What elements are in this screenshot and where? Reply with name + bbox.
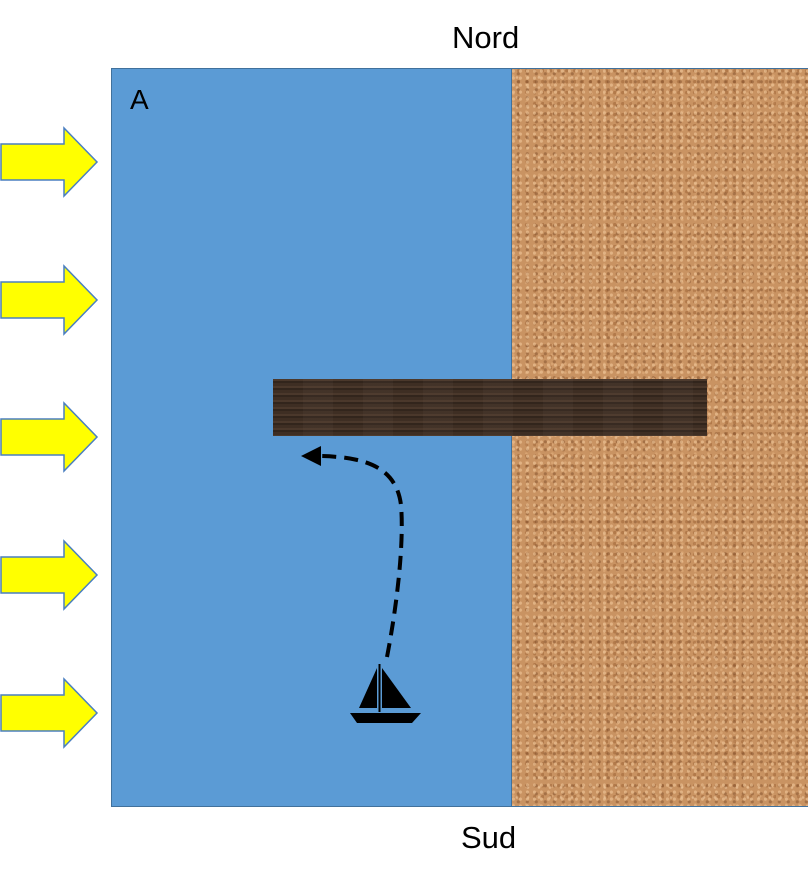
arrow-right-icon: [0, 401, 99, 473]
arrow-right-icon: [0, 264, 99, 336]
wind-arrow-2: [0, 264, 99, 336]
arrow-right-icon: [0, 677, 99, 749]
north-label: Nord: [452, 20, 520, 55]
sand-shore: [511, 68, 808, 807]
area-label: A: [130, 84, 149, 115]
south-label: Sud: [461, 820, 517, 855]
arrow-right-icon: [0, 126, 99, 198]
wind-arrow-3: [0, 401, 99, 473]
wind-arrow-1: [0, 126, 99, 198]
wind-arrow-4: [0, 539, 99, 611]
arrow-right-icon: [0, 539, 99, 611]
wind-arrow-5: [0, 677, 99, 749]
pier: [273, 379, 707, 436]
water-area: [111, 68, 512, 807]
